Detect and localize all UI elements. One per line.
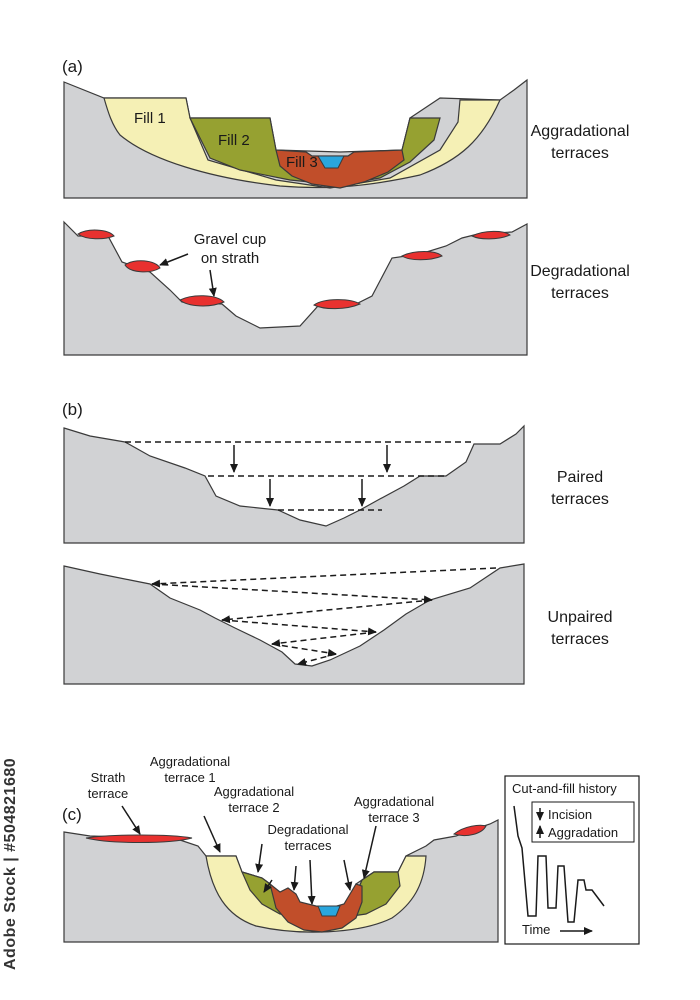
gravel-cup-2 bbox=[124, 260, 161, 273]
aggradational-terrace-1-arrow bbox=[203, 815, 221, 853]
aggradational-terrace-2-arrow bbox=[255, 843, 264, 873]
gravel-cup-5 bbox=[400, 251, 443, 261]
gravel-cup-3 bbox=[179, 295, 225, 307]
gravel-cup-arrow-2 bbox=[208, 269, 217, 297]
degradational-terraces-arrow-1 bbox=[290, 865, 299, 891]
fill-3-label: Fill 3 bbox=[286, 154, 318, 171]
strath-terrace-label-line2: terrace bbox=[88, 786, 128, 801]
degradational-terraces-arrow-2 bbox=[307, 859, 316, 905]
aggradational-terrace-3-label-line2: terrace 3 bbox=[368, 810, 419, 825]
unpaired-path-5 bbox=[271, 631, 377, 648]
aggradation-legend-label: Aggradation bbox=[548, 825, 618, 840]
gravel-cup-1 bbox=[77, 229, 115, 240]
unpaired-path-4 bbox=[221, 619, 377, 636]
degradational-terraces-label-line2: terraces bbox=[551, 285, 609, 302]
adobe-stock-watermark: Adobe Stock | #504821680 bbox=[2, 757, 19, 970]
aggradational-terrace-2-label-line1: Aggradational bbox=[214, 784, 294, 799]
valley-ground-a2 bbox=[63, 220, 528, 356]
river-water-c bbox=[317, 905, 341, 917]
panel-b-label: (b) bbox=[62, 400, 83, 419]
gravel-cup-4 bbox=[313, 299, 362, 310]
degradational-terraces-c-label-line1: Degradational bbox=[268, 822, 349, 837]
degradational-terraces-c-label-line2: terraces bbox=[285, 838, 332, 853]
river-water-a bbox=[317, 155, 345, 169]
valley-ground-b2 bbox=[63, 563, 525, 685]
aggradational-terrace-2-label-line2: terrace 2 bbox=[228, 800, 279, 815]
aggradational-terraces-label-line1: Aggradational bbox=[531, 123, 630, 140]
unpaired-valley bbox=[63, 563, 525, 685]
aggradational-valley: Fill 1 Fill 2 Fill 3 bbox=[63, 78, 528, 199]
paired-terraces-label-line1: Paired bbox=[557, 469, 603, 486]
cut-and-fill-history-inset: Cut-and-fill history Incision Aggradatio… bbox=[504, 775, 640, 945]
cut-and-fill-valley bbox=[63, 805, 499, 943]
gravel-cup-arrow-1 bbox=[159, 253, 189, 266]
panel-c-label: (c) bbox=[62, 805, 82, 824]
unpaired-terraces-label-line2: terraces bbox=[551, 631, 609, 648]
unpaired-path-7 bbox=[297, 653, 337, 666]
unpaired-terraces-label-line1: Unpaired bbox=[548, 609, 613, 626]
gravel-cup-label-line2: on strath bbox=[201, 250, 259, 267]
unpaired-path-1 bbox=[151, 567, 497, 588]
paired-valley bbox=[63, 424, 525, 544]
aggradational-terrace-3-arrow bbox=[361, 825, 377, 879]
history-time-label: Time bbox=[522, 922, 550, 937]
unpaired-path-6 bbox=[271, 643, 337, 657]
history-legend-box bbox=[531, 801, 635, 843]
strath-terrace-arrow bbox=[121, 805, 141, 835]
degradational-valley: Gravel cup on strath bbox=[63, 220, 528, 356]
strath-gravel-left bbox=[85, 834, 193, 843]
fill-2-label: Fill 2 bbox=[218, 132, 250, 149]
history-box bbox=[504, 775, 640, 945]
history-title: Cut-and-fill history bbox=[512, 781, 617, 796]
unpaired-path-3 bbox=[221, 599, 433, 624]
fill-1-label: Fill 1 bbox=[134, 110, 166, 127]
gravel-cup-6 bbox=[470, 230, 511, 240]
paired-terraces-label-line2: terraces bbox=[551, 491, 609, 508]
fill-3-area-c bbox=[268, 882, 363, 933]
strath-gravel-right bbox=[452, 824, 487, 837]
unpaired-path-2 bbox=[151, 583, 433, 604]
incision-legend-label: Incision bbox=[548, 807, 592, 822]
aggradational-terrace-1-label-line1: Aggradational bbox=[150, 754, 230, 769]
strath-terrace-label-line1: Strath bbox=[91, 770, 126, 785]
valley-ground-b1 bbox=[63, 424, 525, 544]
history-curve bbox=[513, 805, 605, 923]
aggradational-terraces-label-line2: terraces bbox=[551, 145, 609, 162]
panel-a-label: (a) bbox=[62, 57, 83, 76]
aggradational-terrace-1-label-line2: terrace 1 bbox=[164, 770, 215, 785]
aggradational-terrace-2-arrow-b bbox=[263, 879, 273, 893]
gravel-cup-label-line1: Gravel cup bbox=[194, 231, 267, 248]
aggradational-terrace-3-label-line1: Aggradational bbox=[354, 794, 434, 809]
degradational-terraces-arrow-3 bbox=[343, 859, 353, 891]
degradational-terraces-label-line1: Degradational bbox=[530, 263, 630, 280]
